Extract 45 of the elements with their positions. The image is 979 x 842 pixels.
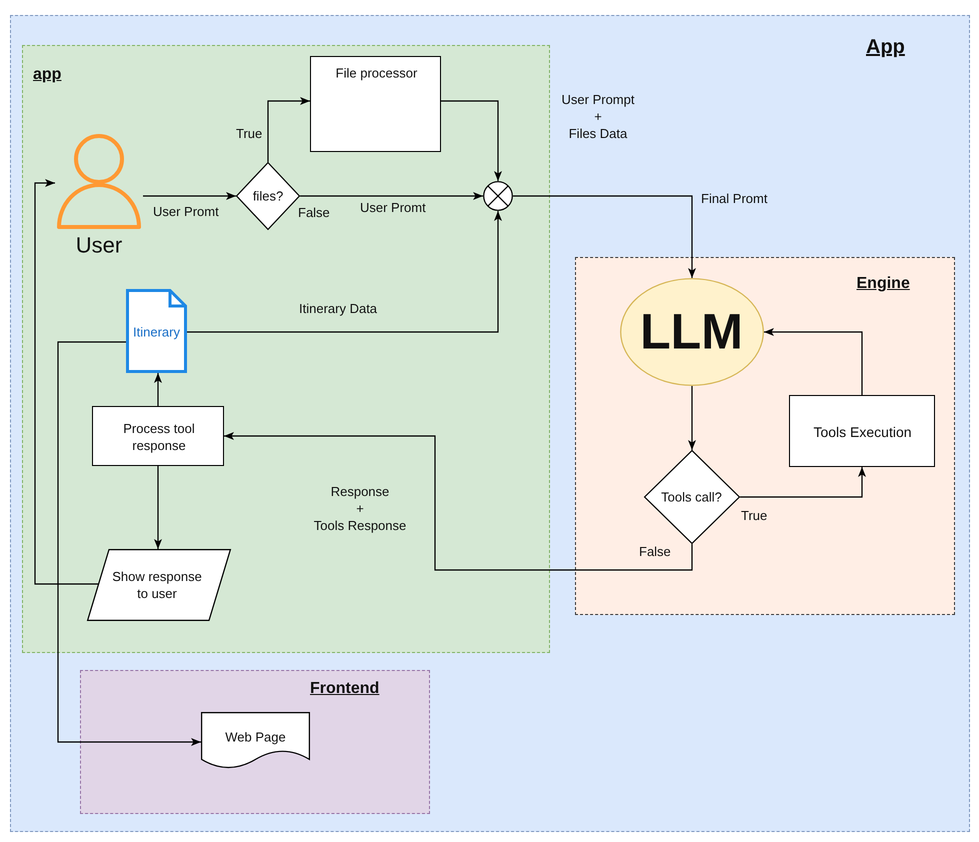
process-box: [92, 406, 224, 466]
arrow: [764, 328, 863, 395]
edge-label: True: [741, 507, 768, 524]
node-label: File processor: [336, 64, 418, 82]
arrow: [441, 100, 502, 181]
group-panel: [80, 670, 430, 814]
arrow: [154, 466, 162, 549]
node-label: Process tool response: [122, 420, 196, 454]
edge-label: User Prompt + Files Data: [560, 91, 636, 142]
process-box: [788, 394, 934, 466]
arrow: [224, 432, 693, 571]
arrow: [187, 211, 502, 333]
node-label: LLM: [640, 302, 743, 360]
branch-label: False: [639, 543, 671, 560]
group-title: App: [866, 35, 905, 59]
arrow: [513, 195, 696, 278]
arrow: [34, 179, 98, 585]
group-panel: [10, 15, 970, 832]
node-label: files?: [252, 188, 284, 204]
group-title: app: [33, 65, 62, 84]
branch-label: False: [298, 204, 330, 221]
edge-label: Response + Tools Response: [312, 483, 408, 534]
node-label: Itinerary: [133, 324, 180, 340]
arrow: [154, 373, 162, 406]
arrow: [57, 341, 201, 746]
group-panel: [22, 45, 550, 653]
node-label: Tools Execution: [813, 423, 912, 440]
edge-label: User Promt: [153, 203, 219, 220]
arrow: [267, 97, 310, 162]
process-box: [310, 56, 441, 152]
arrow: [300, 192, 483, 200]
edge-label: User Promt: [360, 199, 426, 216]
group-title: Frontend: [310, 679, 380, 698]
node-label: User: [76, 232, 122, 258]
arrow: [143, 192, 236, 200]
group-title: Engine: [856, 274, 910, 293]
edge-label: True: [236, 125, 262, 142]
group-panel: [575, 257, 955, 615]
node-label: Web Page: [225, 728, 286, 746]
edge-label: Final Promt: [701, 190, 768, 207]
edge-label: Itinerary Data: [299, 300, 378, 317]
node-label: Tools call?: [661, 488, 722, 505]
arrow: [688, 386, 696, 450]
node-label: Show response to user: [111, 568, 203, 602]
arrow: [740, 467, 866, 498]
